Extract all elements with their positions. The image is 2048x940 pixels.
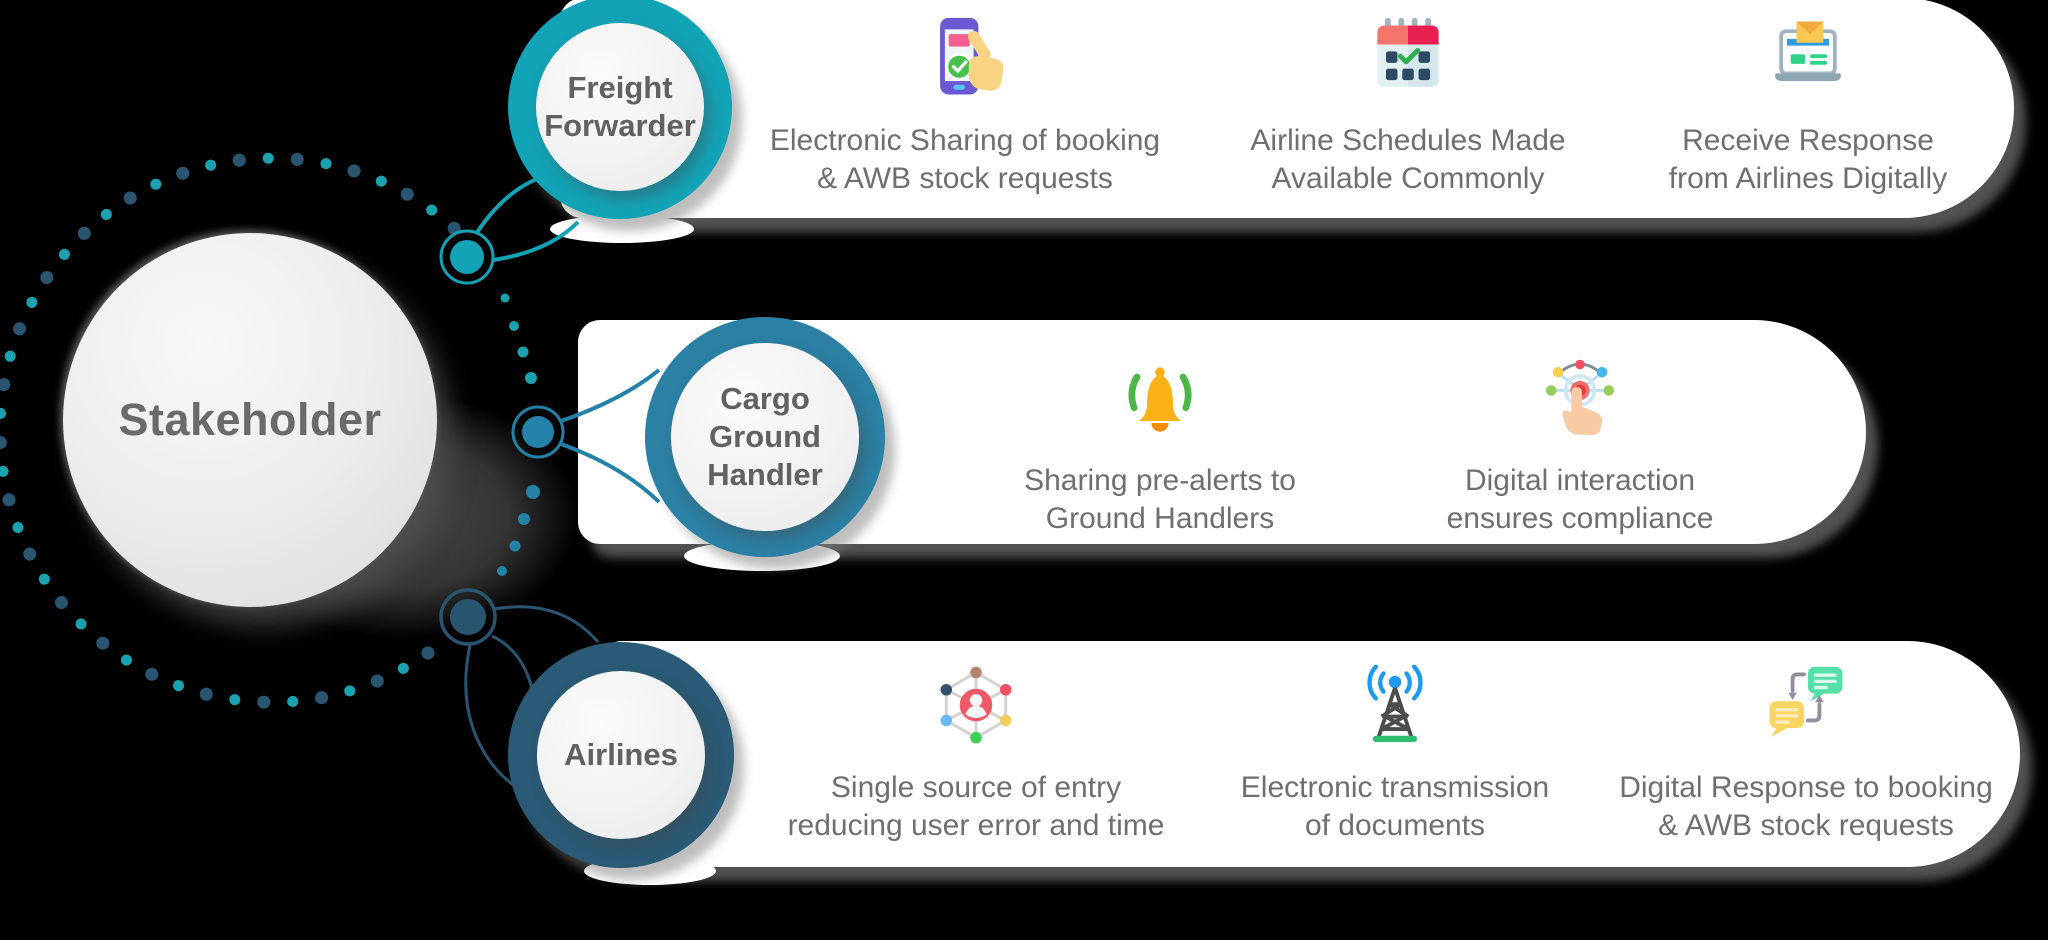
signal-tower-icon xyxy=(1349,661,1441,753)
item-text-line2: from Airlines Digitally xyxy=(1668,162,1948,195)
item-text-line1: Receive Response xyxy=(1682,124,1934,157)
freight-forwarder-circle-inner: Freight Forwarder xyxy=(536,23,704,191)
airlines-circle: Airlines xyxy=(508,642,734,868)
item-text-line1: Sharing pre-alerts to xyxy=(1024,464,1296,497)
list-item: Digital Response to booking & AWB stock … xyxy=(1586,641,2026,845)
phone-booking-check-icon xyxy=(919,14,1011,106)
item-text-line2: ensures compliance xyxy=(1446,502,1714,535)
cargo-ground-handler-circle: Cargo Ground Handler xyxy=(645,317,885,557)
item-text-line2: of documents xyxy=(1304,809,1486,842)
freight-forwarder-band xyxy=(560,0,2014,218)
item-text-line2: Available Commonly xyxy=(1271,162,1545,195)
freight-forwarder-circle: Freight Forwarder xyxy=(508,0,732,219)
airlines-circle-inner: Airlines xyxy=(537,671,705,839)
item-text-line1: Single source of entry xyxy=(830,771,1122,804)
stakeholder-label: Stakeholder xyxy=(118,394,382,445)
item-text-line2: & AWB stock requests xyxy=(817,162,1113,195)
item-text-line1: Digital Response to booking xyxy=(1619,771,1993,804)
chat-exchange-icon xyxy=(1760,661,1852,753)
item-text-line2: reducing user error and time xyxy=(787,809,1165,842)
item-text-line2: Ground Handlers xyxy=(1045,502,1275,535)
cargo-ground-handler-circle-inner: Cargo Ground Handler xyxy=(671,343,859,531)
list-item: Single source of entry reducing user err… xyxy=(756,641,1196,845)
network-user-icon xyxy=(930,661,1022,753)
item-text-line1: Airline Schedules Made xyxy=(1250,124,1566,157)
list-item: Electronic Sharing of booking & AWB stoc… xyxy=(745,0,1185,198)
list-item: Digital interaction ensures compliance xyxy=(1360,320,1800,538)
item-text-line2: & AWB stock requests xyxy=(1658,809,1954,842)
item-text-line1: Electronic transmission xyxy=(1240,771,1550,804)
bell-alert-icon xyxy=(1114,354,1206,446)
touch-network-icon xyxy=(1534,354,1626,446)
calendar-check-icon xyxy=(1362,14,1454,106)
item-text-line1: Digital interaction xyxy=(1464,464,1696,497)
list-item: Airline Schedules Made Available Commonl… xyxy=(1188,0,1628,198)
list-item: Electronic transmission of documents xyxy=(1175,641,1615,845)
airlines-label: Airlines xyxy=(564,737,678,772)
freight-connector-node xyxy=(439,175,580,384)
cargo-ground-handler-label: Cargo Ground Handler xyxy=(707,381,823,492)
freight-forwarder-label: Freight Forwarder xyxy=(544,70,696,143)
cargo-connector-node xyxy=(497,368,661,576)
stakeholder-circle: Stakeholder xyxy=(63,233,437,607)
list-item: Receive Response from Airlines Digitally xyxy=(1588,0,2028,198)
list-item: Sharing pre-alerts to Ground Handlers xyxy=(940,320,1380,538)
airlines-band xyxy=(600,641,2020,867)
dotted-ring xyxy=(0,151,487,709)
item-text-line1: Electronic Sharing of booking xyxy=(769,124,1161,157)
laptop-mail-icon xyxy=(1762,14,1854,106)
